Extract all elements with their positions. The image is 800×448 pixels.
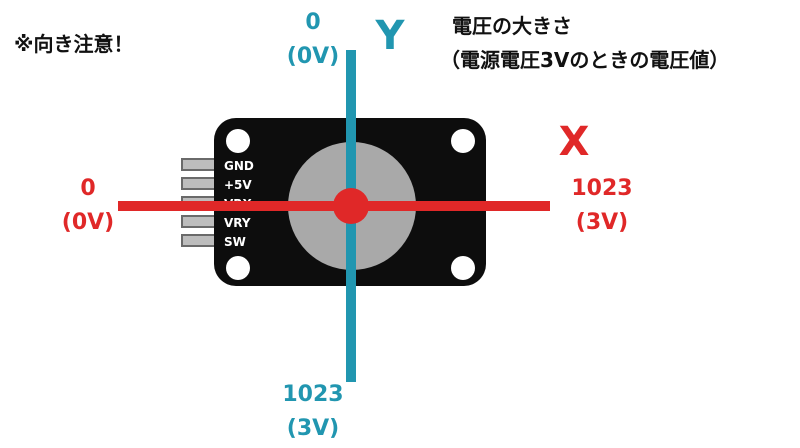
voltage-caption-title: 電圧の大きさ [452,14,572,38]
mount-hole-bl [226,256,250,280]
mount-hole-tr [451,129,475,153]
mount-hole-tl [226,129,250,153]
knob-center [333,188,369,224]
y-axis-label: Y [375,13,405,59]
pin-label: GND [224,159,254,173]
x-right-value: 1023 [571,176,633,201]
x-axis-label: X [558,119,590,165]
x-right-voltage: (3V) [575,210,629,235]
y-bottom-value: 1023 [282,382,344,407]
x-left-value: 0 [80,176,96,201]
y-top-value: 0 [305,10,321,35]
mount-hole-br [451,256,475,280]
pin-label: +5V [224,178,252,192]
orientation-warning: ※向き注意！ [14,32,134,56]
voltage-caption-subtitle: （電源電圧3Vのときの電圧値） [440,48,730,72]
y-bottom-voltage: (3V) [286,416,340,441]
y-top-voltage: (0V) [286,44,340,69]
pin-label: SW [224,235,246,249]
x-left-voltage: (0V) [61,210,115,235]
pin-label: VRY [224,216,251,230]
